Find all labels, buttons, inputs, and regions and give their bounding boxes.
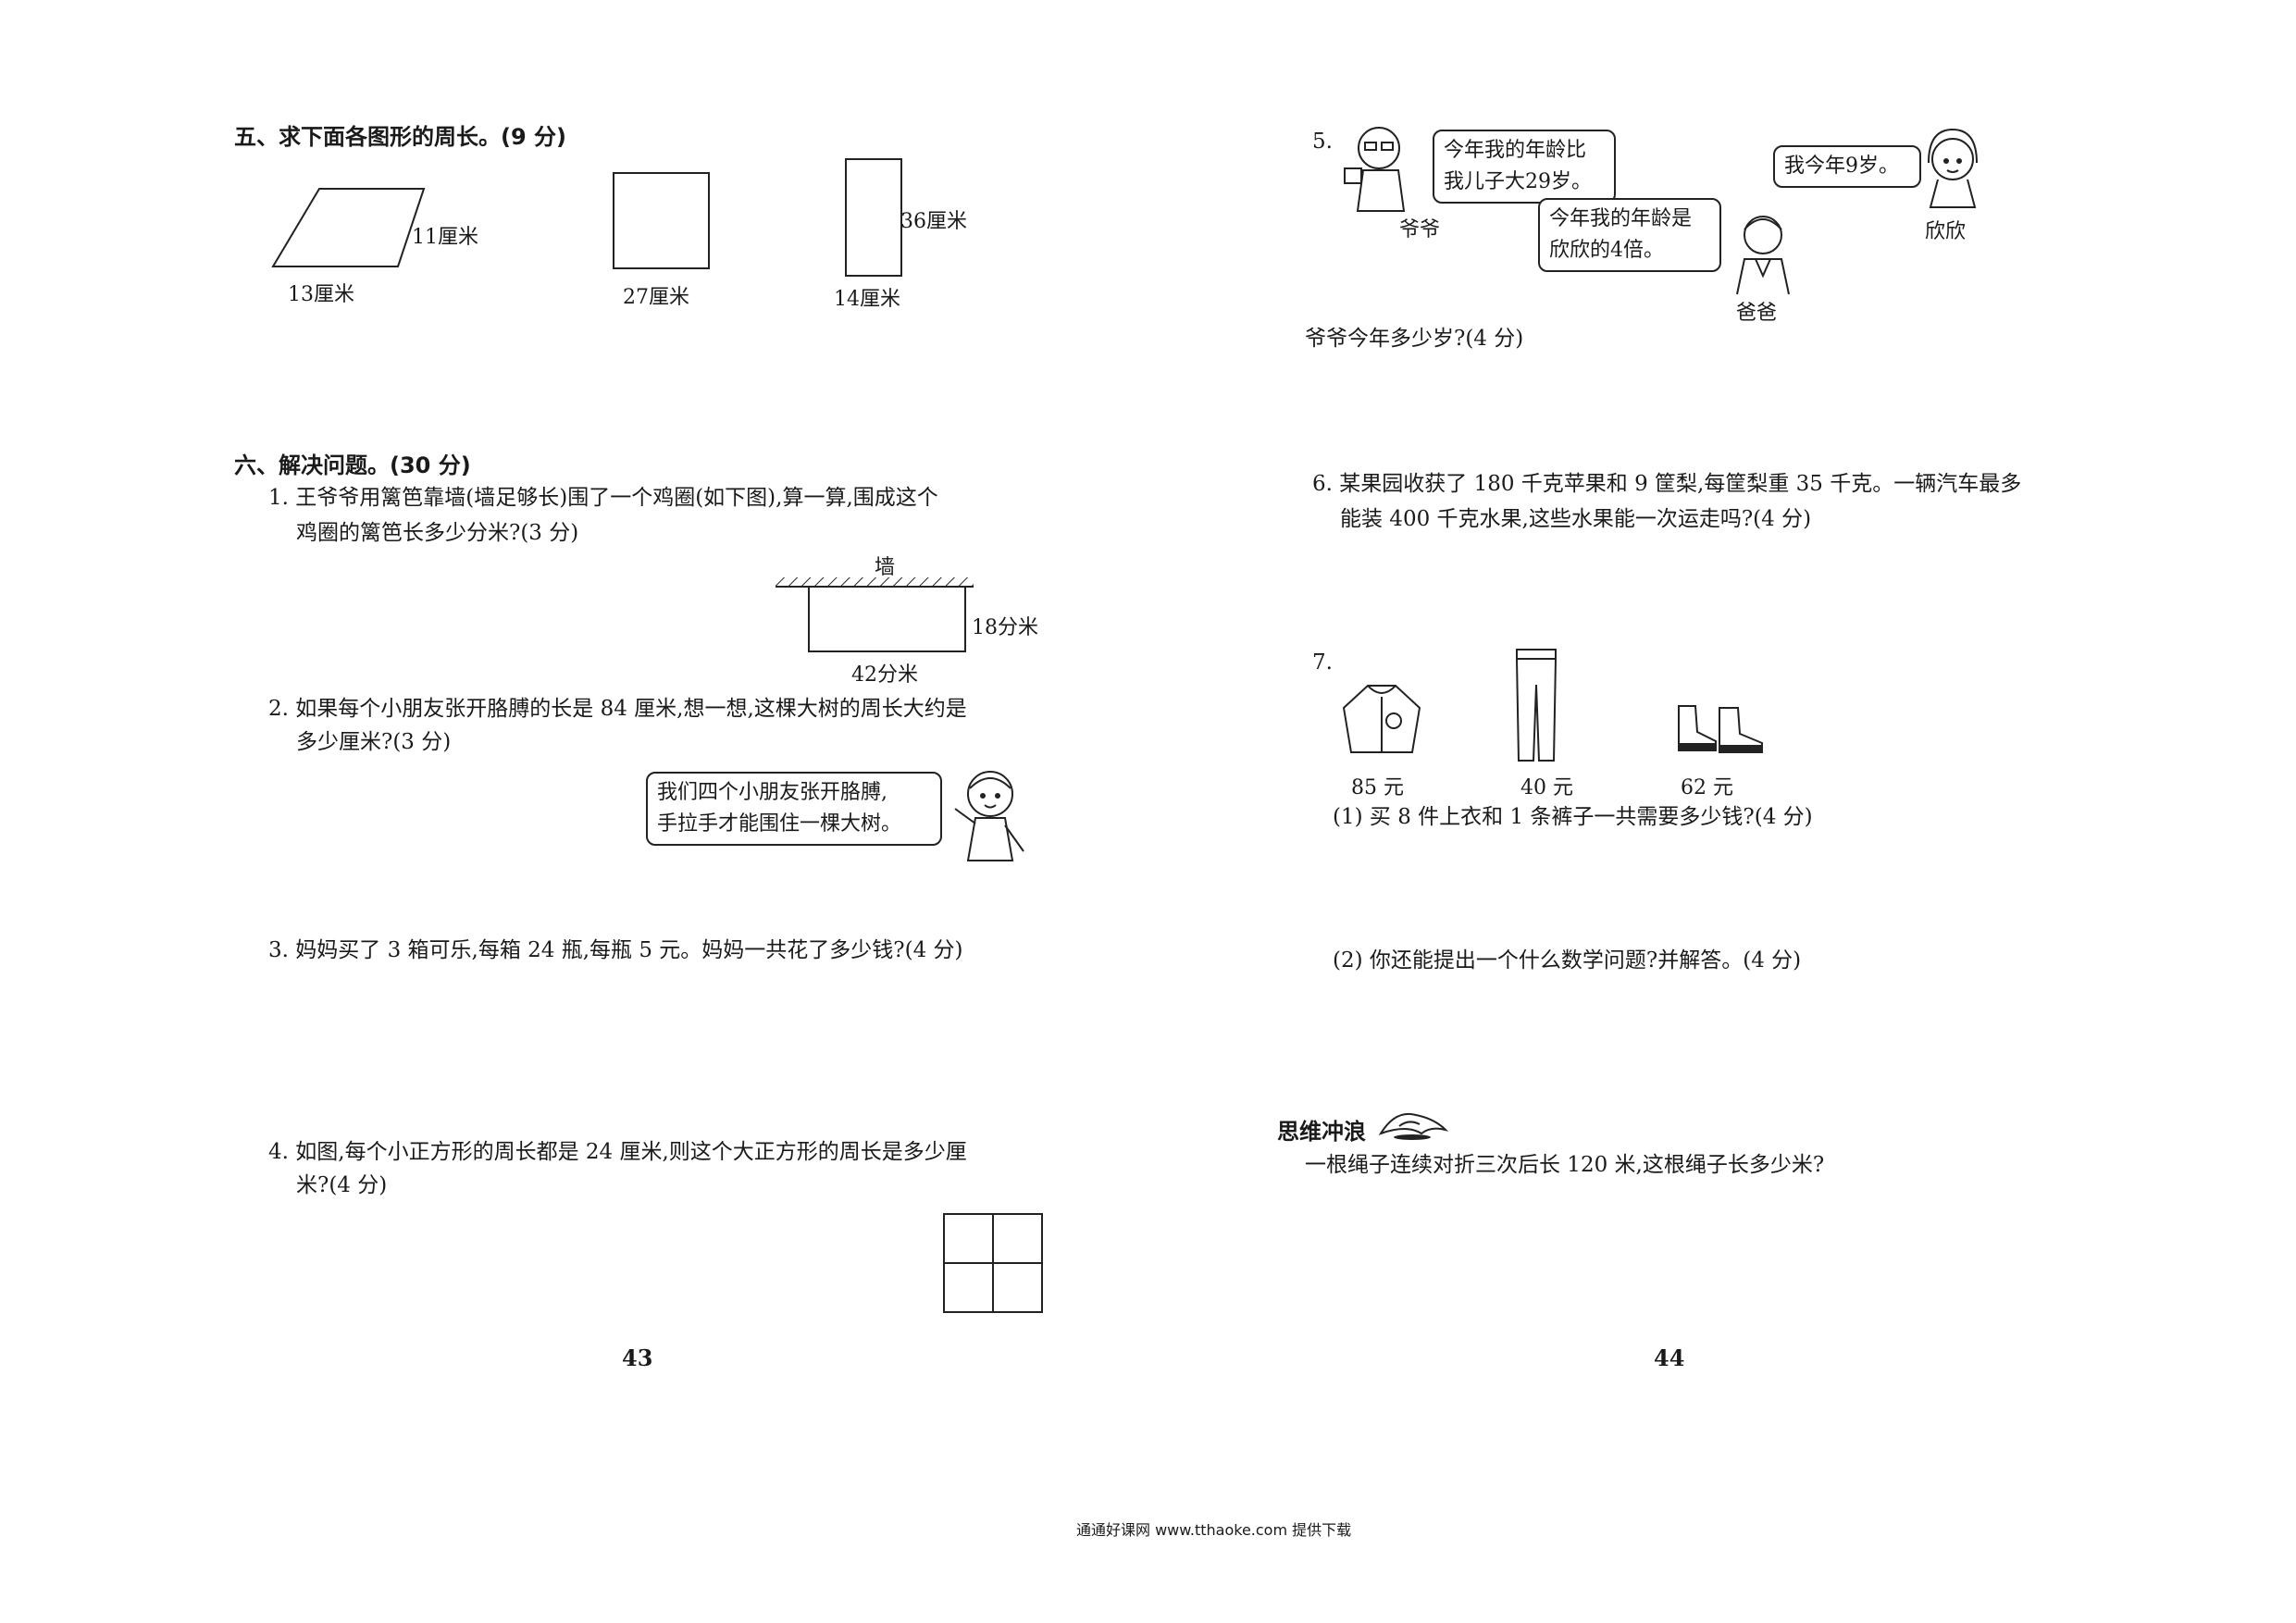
child-illustration-icon	[954, 771, 1024, 861]
tree-bubble-line1: 我们四个小朋友张开胳膊,	[657, 781, 887, 804]
pen-length-label: 42分米	[851, 663, 918, 687]
q7-number: 7.	[1312, 650, 1333, 675]
q6-line2: 能装 400 千克水果,这些水果能一次运走吗?(4 分)	[1340, 507, 1812, 531]
q4-line2: 米?(4 分)	[296, 1173, 388, 1197]
q4-line1: 4. 如图,每个小正方形的周长都是 24 厘米,则这个大正方形的周长是多少厘	[268, 1140, 967, 1164]
dad-bubble-line2: 欣欣的4倍。	[1549, 239, 1664, 262]
parallelogram-side-label: 11厘米	[412, 226, 478, 249]
grandpa-bubble-line1: 今年我的年龄比	[1444, 139, 1587, 162]
pen-side-label: 18分米	[972, 616, 1038, 639]
q2-line1: 2. 如果每个小朋友张开胳膊的长是 84 厘米,想一想,这棵大树的周长大约是	[268, 697, 967, 721]
tree-bubble-line2: 手拉手才能围住一棵大树。	[657, 812, 902, 836]
section5-heading: 五、求下面各图形的周长。(9 分)	[234, 124, 566, 150]
tree-speech-bubble: 我们四个小朋友张开胳膊, 手拉手才能围住一棵大树。	[646, 772, 942, 846]
dad-speech-bubble: 今年我的年龄是 欣欣的4倍。	[1538, 198, 1721, 272]
grandpa-label: 爷爷	[1399, 218, 1441, 242]
section6-heading: 六、解决问题。(30 分)	[234, 452, 471, 478]
q7-sub1: (1) 买 8 件上衣和 1 条裤子一共需要多少钱?(4 分)	[1333, 805, 1813, 829]
girl-illustration-icon	[1928, 128, 1978, 208]
q7-sub2: (2) 你还能提出一个什么数学问题?并解答。(4 分)	[1333, 948, 1802, 973]
grandpa-illustration-icon	[1344, 127, 1406, 212]
q1-line2: 鸡圈的篱笆长多少分米?(3 分)	[296, 521, 579, 545]
q1-line1: 1. 王爷爷用篱笆靠墙(墙足够长)围了一个鸡圈(如下图),算一算,围成这个	[268, 486, 938, 510]
girl-label: 欣欣	[1925, 220, 1967, 243]
parallelogram-base-label: 13厘米	[288, 283, 354, 306]
q3-line1: 3. 妈妈买了 3 箱可乐,每箱 24 瓶,每瓶 5 元。妈妈一共花了多少钱?(…	[268, 938, 963, 962]
q5-question: 爷爷今年多少岁?(4 分)	[1305, 327, 1524, 351]
girl-speech-bubble: 我今年9岁。	[1773, 145, 1921, 188]
jacket-icon	[1342, 685, 1421, 753]
dad-label: 爸爸	[1736, 302, 1778, 325]
pants-icon	[1516, 649, 1557, 762]
left-page-number: 43	[622, 1344, 653, 1371]
download-footer: 通通好课网 www.tthaoke.com 提供下载	[1076, 1521, 1352, 1539]
challenge-title: 思维冲浪	[1277, 1119, 1366, 1145]
dad-bubble-line1: 今年我的年龄是	[1549, 207, 1693, 230]
surfing-wave-icon	[1378, 1113, 1449, 1140]
dad-illustration-icon	[1736, 216, 1790, 295]
wall-label: 墙	[875, 556, 896, 579]
q2-line2: 多少厘米?(3 分)	[296, 730, 452, 754]
rectangle-width-label: 14厘米	[834, 288, 900, 311]
shoes-price: 62 元	[1681, 776, 1733, 799]
girl-bubble-text: 我今年9岁。	[1784, 155, 1899, 178]
q6-line1: 6. 某果园收获了 180 千克苹果和 9 筐梨,每筐梨重 35 千克。一辆汽车…	[1312, 472, 2022, 496]
square-side-label: 27厘米	[623, 286, 689, 309]
rectangle-height-label: 36厘米	[900, 210, 967, 233]
challenge-question: 一根绳子连续对折三次后长 120 米,这根绳子长多少米?	[1305, 1153, 1825, 1177]
pants-price: 40 元	[1520, 776, 1573, 799]
shoes-icon	[1678, 705, 1763, 753]
grandpa-bubble-line2: 我儿子大29岁。	[1444, 170, 1592, 193]
q5-number: 5.	[1312, 130, 1333, 154]
grandpa-speech-bubble: 今年我的年龄比 我儿子大29岁。	[1433, 130, 1616, 204]
right-page-number: 44	[1654, 1344, 1685, 1371]
jacket-price: 85 元	[1351, 776, 1404, 799]
